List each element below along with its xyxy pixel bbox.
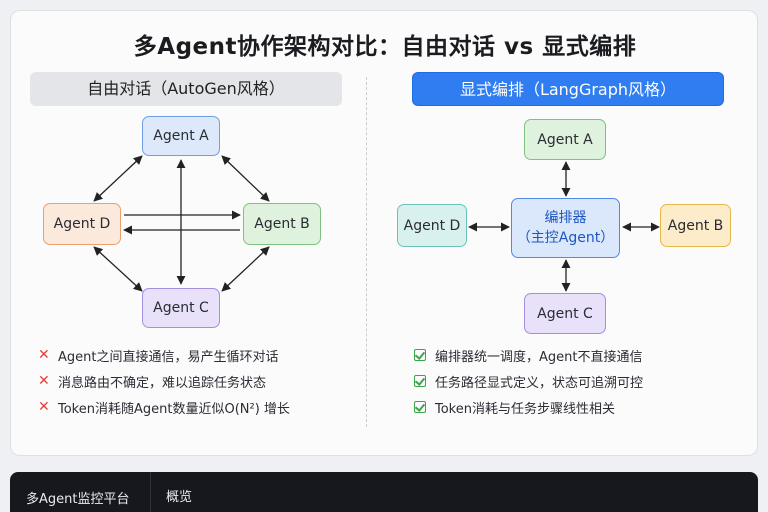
comparison-card: 多Agent协作架构对比：自由对话 vs 显式编排 自由对话（AutoGen风格… [10,10,758,456]
right-panel-header: 显式编排（LangGraph风格） [412,72,724,106]
left-issue-list: ✕ Agent之间直接通信，易产生循环对话 ✕ 消息路由不确定，难以追踪任务状态… [38,342,290,420]
orchestrator-title: 编排器 [544,210,587,226]
edge-b-c [221,246,270,292]
benefit-text: 任务路径显式定义，状态可追溯可控 [435,375,644,391]
checkbox-icon [414,401,426,413]
orchestrator-node: 编排器 （主控Agent） [511,198,620,258]
benefit-item: 任务路径显式定义，状态可追溯可控 [413,368,643,394]
page-title: 多Agent协作架构对比：自由对话 vs 显式编排 [133,34,637,60]
right-benefit-list: 编排器统一调度，Agent不直接通信 任务路径显式定义，状态可追溯可控 Toke… [413,342,643,420]
nav-item-overview[interactable]: 概览 [166,490,193,505]
panel-divider [366,77,367,427]
right-node-agent-b: Agent B [660,204,731,247]
left-node-agent-b: Agent B [243,203,321,245]
right-node-agent-d: Agent D [397,204,467,247]
issue-item: ✕ Agent之间直接通信，易产生循环对话 [38,342,290,368]
right-node-agent-c: Agent C [524,293,606,334]
issue-item: ✕ Token消耗随Agent数量近似O(N²) 增长 [38,394,290,420]
benefit-text: Token消耗与任务步骤线性相关 [435,401,615,417]
orchestrator-subtitle: （主控Agent） [516,230,615,246]
left-node-agent-d: Agent D [43,203,121,245]
cross-icon: ✕ [38,373,50,389]
platform-brand[interactable]: 多Agent监控平台 [26,492,130,507]
edge-a-b [221,155,270,202]
checkbox-icon [414,349,426,361]
edge-d-c [93,246,143,292]
issue-text: 消息路由不确定，难以追踪任务状态 [58,375,267,391]
issue-text: Agent之间直接通信，易产生循环对话 [58,349,279,365]
edge-a-d [93,155,143,202]
left-panel-header: 自由对话（AutoGen风格） [30,72,342,106]
benefit-text: 编排器统一调度，Agent不直接通信 [435,349,643,365]
checkbox-icon [414,375,426,387]
left-node-agent-c: Agent C [142,288,220,328]
bottom-app-bar: 多Agent监控平台 概览 [10,472,758,512]
issue-item: ✕ 消息路由不确定，难以追踪任务状态 [38,368,290,394]
benefit-item: Token消耗与任务步骤线性相关 [413,394,643,420]
right-node-agent-a: Agent A [524,119,606,160]
cross-icon: ✕ [38,347,50,363]
bar-separator [150,472,151,512]
left-node-agent-a: Agent A [142,116,220,156]
cross-icon: ✕ [38,399,50,415]
issue-text: Token消耗随Agent数量近似O(N²) 增长 [58,401,290,417]
benefit-item: 编排器统一调度，Agent不直接通信 [413,342,643,368]
